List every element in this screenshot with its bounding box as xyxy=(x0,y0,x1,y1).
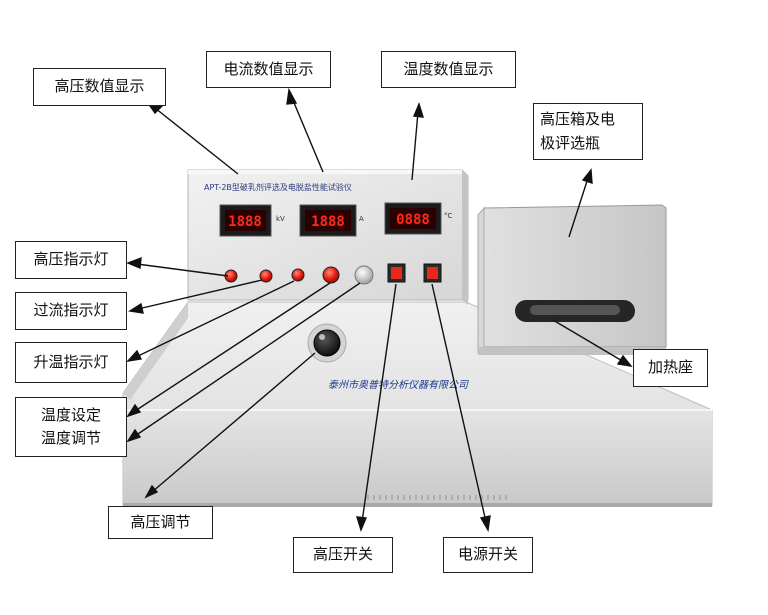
temp-display: 0888 °C xyxy=(384,202,453,235)
callout-temp-set: 温度设定 温度调节 xyxy=(15,397,127,457)
vent-slots xyxy=(367,495,507,500)
maker-name: 泰州市奥普特分析仪器有限公司 xyxy=(328,379,469,391)
power-rocker-switch[interactable] xyxy=(423,263,442,283)
temp-display-reading: 0888 xyxy=(396,212,430,228)
hv-electrode-box xyxy=(477,204,667,355)
callout-hv-display: 高压数值显示 xyxy=(33,68,166,106)
callout-power-switch: 电源开关 xyxy=(443,537,533,573)
current-display-reading: 1888 xyxy=(311,214,345,230)
control-panel: APT-2B型破乳剂评选及电脱盐性能试验仪 1888 kV 1888 A 088… xyxy=(187,169,469,305)
hv-rocker-switch[interactable] xyxy=(387,263,406,283)
temp-adjust-knob[interactable] xyxy=(354,265,374,285)
current-display: 1888 A xyxy=(299,204,364,237)
callout-temp-display: 温度数值显示 xyxy=(381,51,516,88)
callout-oc-light: 过流指示灯 xyxy=(15,292,127,330)
callout-temp-light: 升温指示灯 xyxy=(15,342,127,383)
heater-window xyxy=(515,300,635,322)
temp-display-unit: °C xyxy=(444,212,453,220)
callout-hv-box: 高压箱及电 极评选瓶 xyxy=(533,103,643,160)
heating-indicator-lamp xyxy=(291,268,305,282)
callout-hv-switch: 高压开关 xyxy=(293,537,393,573)
hv-display-reading: 1888 xyxy=(228,214,262,230)
hv-adjust-knob[interactable] xyxy=(307,323,347,363)
current-display-unit: A xyxy=(359,215,364,223)
callout-heater: 加热座 xyxy=(633,349,708,387)
hv-display: 1888 kV xyxy=(219,204,285,237)
leader-lines xyxy=(126,87,633,533)
panel-title: APT-2B型破乳剂评选及电脱盐性能试验仪 xyxy=(204,182,352,192)
overcurrent-indicator-lamp xyxy=(259,269,273,283)
temp-set-button[interactable] xyxy=(322,266,340,284)
callout-hv-adjust: 高压调节 xyxy=(108,506,213,539)
hv-display-unit: kV xyxy=(276,215,285,223)
callout-current-display: 电流数值显示 xyxy=(206,51,331,88)
callout-hv-light: 高压指示灯 xyxy=(15,241,127,279)
